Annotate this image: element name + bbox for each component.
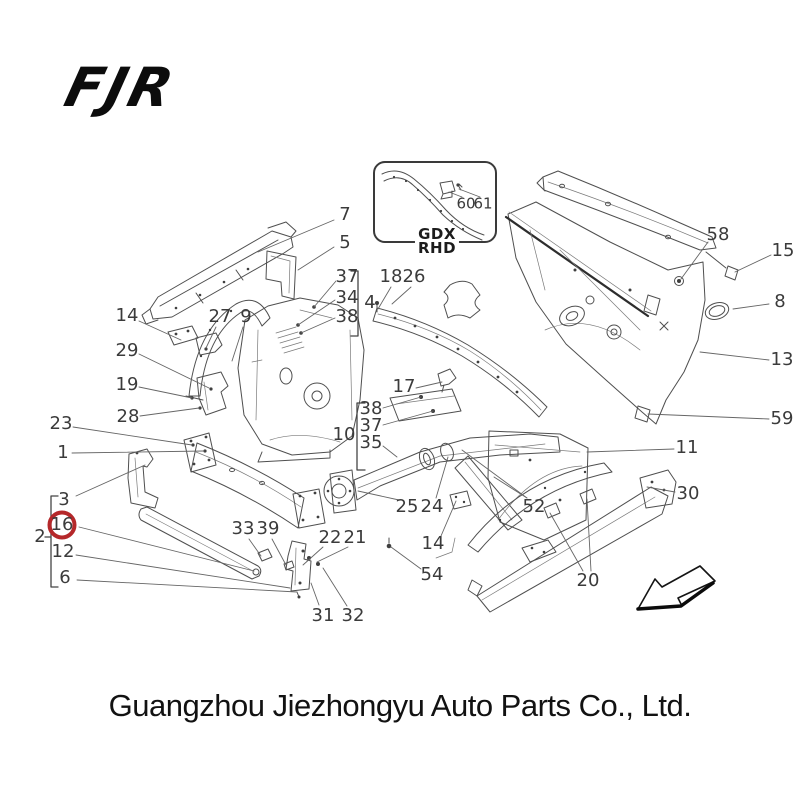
callout-11: 11: [675, 437, 699, 458]
tow-bracket-cluster: [257, 540, 320, 599]
callout-52: 52: [522, 496, 546, 517]
callout-38: 38: [359, 398, 383, 419]
callout-37: 37: [335, 266, 359, 287]
callout-33: 33: [231, 518, 255, 539]
apron-brackets: [167, 325, 229, 416]
callout-38: 38: [335, 306, 359, 327]
callout-54: 54: [420, 564, 444, 585]
direction-arrow-icon: [636, 565, 716, 611]
callout-9: 9: [240, 306, 252, 327]
callout-18: 18: [379, 266, 403, 287]
callout-5: 5: [339, 232, 351, 253]
grommet-58: [674, 276, 684, 286]
inset-caption-line2: RHD: [417, 238, 457, 257]
callout-17: 17: [392, 376, 416, 397]
gasket-8: [704, 302, 730, 320]
inset-caption: GDX RHD: [414, 225, 460, 257]
callout-26: 26: [402, 266, 426, 287]
callout-8: 8: [774, 291, 786, 312]
corner-panel: [265, 250, 297, 300]
callout-4: 4: [364, 292, 376, 313]
callout-12: 12: [51, 541, 75, 562]
callout-28: 28: [116, 406, 140, 427]
strut-housing-panel: [487, 430, 589, 541]
callout-31: 31: [311, 605, 335, 626]
callout-24: 24: [420, 496, 444, 517]
callout-32: 32: [341, 605, 365, 626]
brand-logo-text: FJR: [60, 58, 182, 119]
callout-34: 34: [335, 287, 359, 308]
inset-bracket-60: [439, 180, 456, 200]
callout-21: 21: [343, 527, 367, 548]
lower-crossmember: [138, 506, 262, 580]
brand-logo: FJR: [60, 58, 182, 119]
chassis-rail-center: [323, 368, 561, 559]
callout-35: 35: [359, 432, 383, 453]
cowl-side-rail: [372, 280, 548, 418]
end-cap-15: [724, 265, 739, 281]
inset-caption-line1: GDX: [418, 225, 456, 243]
callout-7: 7: [339, 204, 351, 225]
fender-liner-left: [185, 299, 271, 401]
callout-19: 19: [115, 374, 139, 395]
callout-15: 15: [771, 240, 795, 261]
callout-23: 23: [49, 413, 73, 434]
end-bracket-30: [639, 469, 677, 509]
callout-25: 25: [395, 496, 419, 517]
small-parts-right: [674, 251, 739, 320]
callout-14: 14: [115, 305, 139, 326]
callout-13: 13: [770, 349, 794, 370]
firewall-panel: [504, 201, 706, 425]
callout-59: 59: [770, 408, 794, 429]
bumper-beam: [183, 432, 326, 529]
callout-61: 61: [473, 194, 493, 213]
highlight-circle-16: [47, 510, 77, 540]
cowl-top-panel: [536, 170, 717, 251]
fender-support-rail: [141, 221, 297, 325]
callout-22: 22: [318, 527, 342, 548]
group-brackets: [44, 270, 366, 588]
callout-60: 60: [456, 194, 476, 213]
shock-tower-assembly: [237, 297, 365, 463]
fender-liner-right: [467, 462, 613, 553]
callout-2: 2: [34, 526, 46, 547]
callout-37: 37: [359, 415, 383, 436]
company-name: Guangzhou Jiezhongyu Auto Parts Co., Ltd…: [108, 688, 692, 723]
leader-lines: [71, 188, 772, 607]
callout-30: 30: [676, 483, 700, 504]
callout-3: 3: [58, 489, 70, 510]
callout-27: 27: [208, 306, 232, 327]
callout-16: 16: [50, 514, 74, 535]
callout-58: 58: [706, 224, 730, 245]
callout-20: 20: [576, 570, 600, 591]
callout-29: 29: [115, 340, 139, 361]
callout-14: 14: [421, 533, 445, 554]
clip-59: [634, 405, 651, 423]
callout-1: 1: [57, 442, 69, 463]
mount-bracket-3: [127, 448, 159, 509]
callout-6: 6: [59, 567, 71, 588]
callout-39: 39: [256, 518, 280, 539]
callout-10: 10: [332, 424, 356, 445]
side-member-right: [467, 469, 677, 613]
